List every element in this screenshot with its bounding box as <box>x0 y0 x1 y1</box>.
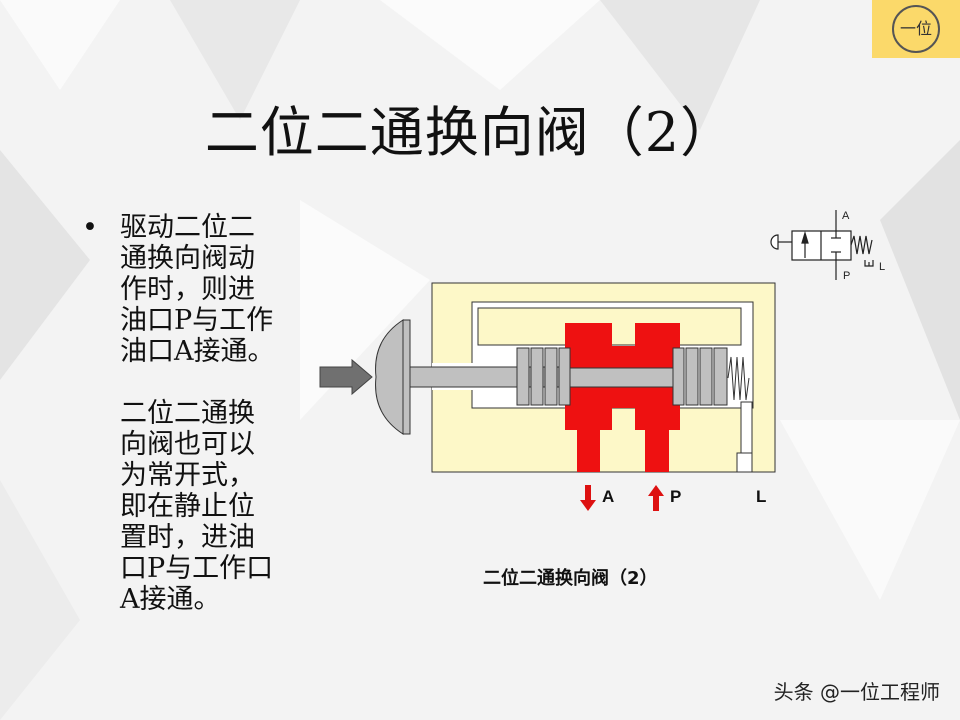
flow-out-arrow-icon <box>580 485 596 511</box>
symbol-label-p: P <box>843 270 850 282</box>
flow-in-arrow-icon <box>648 485 664 511</box>
slide-title: 二位二通换向阀（2） <box>204 101 736 164</box>
text-line: 置时，进油 <box>120 522 255 553</box>
push-force-arrow-icon <box>319 358 373 396</box>
text-line: 二位二通换 <box>120 398 255 429</box>
symbol-label-a: A <box>842 210 850 222</box>
bullet-marker: • <box>82 212 98 243</box>
symbol-label-l: L <box>879 261 885 273</box>
valve-symbol: A P L <box>770 210 885 282</box>
text-line: 即在静止位 <box>120 491 255 522</box>
text-line: 口P与工作口 <box>120 553 274 584</box>
text-line: 油口P与工作 <box>120 305 274 336</box>
port-label-l: L <box>756 487 766 506</box>
diagram-caption: 二位二通换向阀（2） <box>483 568 658 589</box>
fluid-chamber <box>565 323 680 472</box>
logo-text: 一位 <box>892 5 940 53</box>
text-line: 通换向阀动 <box>120 243 255 274</box>
text-line: 油口A接通。 <box>120 336 275 367</box>
text-line: 为常开式， <box>120 460 255 491</box>
watermark: 头条 @一位工程师 <box>773 680 940 704</box>
text-line: 驱动二位二 <box>120 212 255 243</box>
brand-logo: 一位 <box>872 0 960 58</box>
port-label-a: A <box>602 487 614 506</box>
spool <box>375 319 750 435</box>
text-line: 作时，则进 <box>120 274 255 305</box>
text-line: 向阀也可以 <box>120 429 255 460</box>
port-label-p: P <box>670 487 681 506</box>
text-line: A接通。 <box>120 584 221 615</box>
